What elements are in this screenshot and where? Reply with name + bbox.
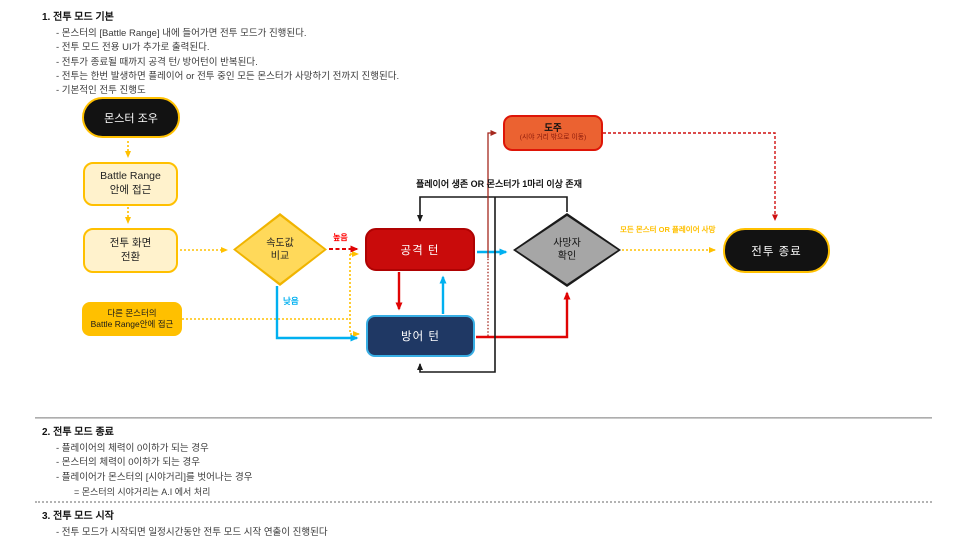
node-monster-encounter: 몬스터 조우 [82,97,180,138]
edge-loop-to-defense [417,197,496,373]
divider [35,417,932,419]
bullet-line: - 전투는 한번 발생하면 플레이어 or 전투 중인 모든 몬스터가 사망하기… [56,70,400,82]
section-heading: 3. 전투 모드 시작 [42,511,114,522]
edge-label-low: 낮음 [283,296,299,306]
node-battle-end: 전투 종료 [723,228,830,273]
node-speed-compare: 속도값 비교 [233,213,327,286]
bullet-line: - 몬스터의 체력이 0이하가 되는 경우 [56,457,201,469]
divider [35,501,932,503]
section-battle-mode-start: 3. 전투 모드 시작 - 전투 모드가 시작되면 일정시간동안 전투 모드 시… [42,507,328,540]
flee-subtitle: (시야 거리 밖으로 이동) [519,134,587,142]
flee-title: 도주 [544,122,562,134]
node-defense-turn: 방어 턴 [366,315,475,357]
edge-flee-to-end [603,132,778,221]
diamond-label: 사망자 확인 [553,238,581,262]
diamond-label: 속도값 비교 [266,237,294,262]
bullet-line: - 전투 모드가 시작되면 일정시간동안 전투 모드 시작 연출이 진행된다 [56,527,328,538]
section-heading: 1. 전투 모드 기본 [42,12,114,23]
bullet-line: - 플레이어의 체력이 0이하가 되는 경우 [56,443,209,454]
edge-flee-feed [487,130,497,258]
bullet-line: - 플레이어가 몬스터의 [시야거리]를 벗어나는 경우 [56,471,253,483]
node-attack-turn: 공격 턴 [365,228,475,271]
edge-label-loop-condition: 플레이어 생존 OR 몬스터가 1마리 이상 존재 [416,179,582,189]
edge-label-high: 높음 [333,233,348,242]
bullet-line: - 전투 모드 전용 UI가 추가로 출력된다. [56,42,210,54]
edge-label-end-condition: 모든 몬스터 OR 플레이어 사망 [620,225,716,234]
sub-bullet-line: = 몬스터의 시야거리는 A.I 에서 처리 [74,486,211,497]
bullet-line: - 몬스터의 [Battle Range] 내에 들어가면 전투 모드가 진행된… [56,28,307,39]
bullet-line: - 기본적인 전투 진행도 [56,85,146,97]
edge-loop-to-attack [417,196,568,222]
section-battle-mode-end: 2. 전투 모드 종료 - 플레이어의 체력이 0이하가 되는 경우 - 몬스터… [42,423,252,499]
bullet-line: - 전투가 종료될 때까지 공격 턴/ 방어턴이 반복된다. [56,56,258,68]
node-battle-range-approach: Battle Range 안에 접근 [83,162,178,206]
node-other-monster-range: 다른 몬스터의 Battle Range안에 접근 [82,302,182,336]
edge-speed-low-to-defense [275,286,359,342]
node-flee: 도주 (시야 거리 밖으로 이동) [503,115,603,151]
section-battle-mode-basic: 1. 전투 모드 기본 - 몬스터의 [Battle Range] 내에 들어가… [42,8,399,98]
node-battle-screen-switch: 전투 화면 전환 [83,228,178,273]
edge-defense-to-death [476,291,571,339]
section-heading: 2. 전투 모드 종료 [42,427,114,438]
node-death-check: 사망자 확인 [513,213,621,287]
